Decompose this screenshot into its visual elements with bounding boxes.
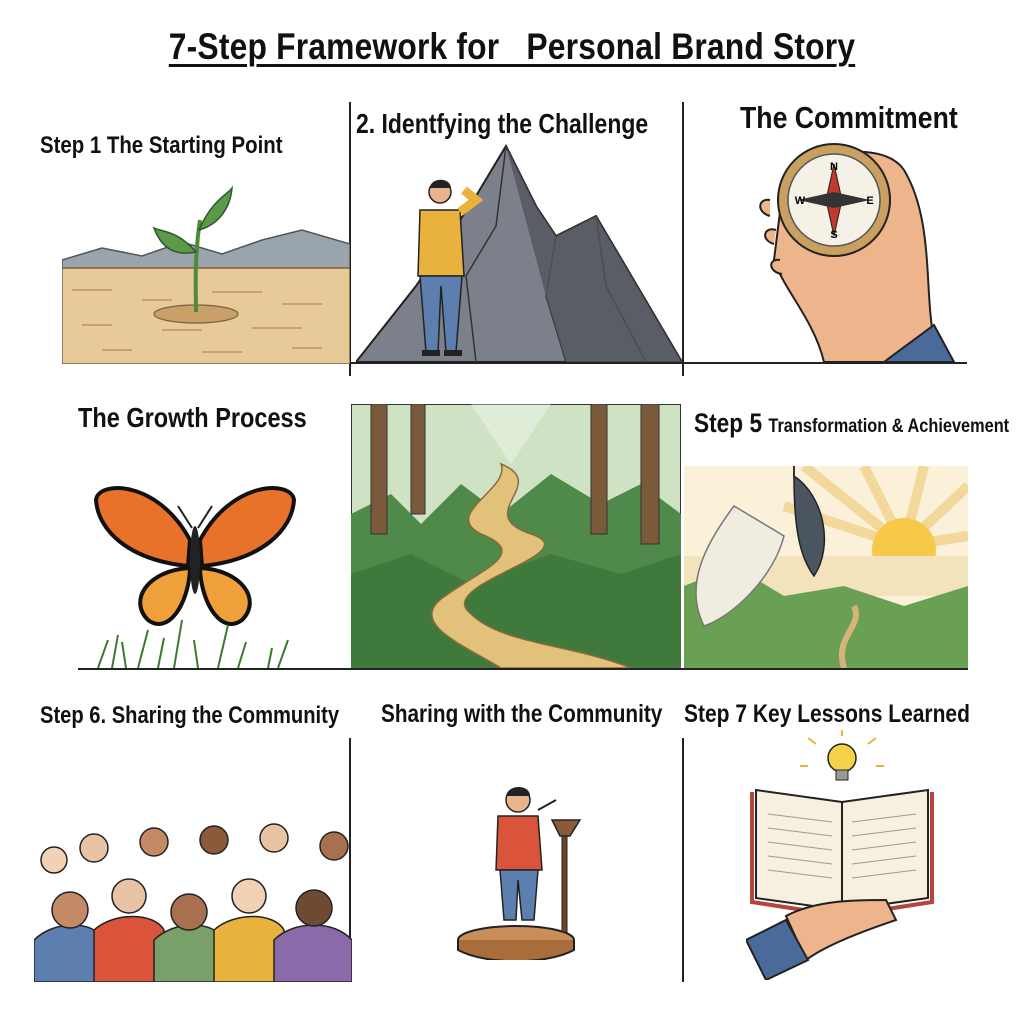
step2-label: 2. Identfying the Challenge <box>356 108 649 139</box>
crowd-illustration <box>34 823 352 982</box>
butterfly-illustration <box>93 486 297 668</box>
sunrise-chrysalis-illustration <box>684 466 968 668</box>
step5-label-sub: Transformation & Achievement <box>768 415 1010 437</box>
page-title: 7-Step Framework for Personal Brand Stor… <box>72 26 953 68</box>
sprout-illustration <box>62 185 350 364</box>
step5-label: Step 5 Transformation & Achievement <box>694 408 1009 439</box>
forest-path-illustration <box>351 404 681 668</box>
mountain-climber-illustration <box>356 143 682 362</box>
compass-letter-s: S <box>830 229 837 241</box>
step3-label: The Commitment <box>740 100 958 135</box>
book-lightbulb-illustration <box>746 730 934 980</box>
lightbulb-icon <box>827 743 857 773</box>
step7-label: Step 7 Key Lessons Learned <box>684 700 970 728</box>
step1-label: Step 1 The Starting Point <box>40 132 283 159</box>
grid-divider <box>349 738 351 982</box>
compass-letter-w: W <box>795 195 806 207</box>
grid-divider <box>682 738 684 982</box>
grid-divider <box>349 102 351 376</box>
grid-divider <box>62 362 967 364</box>
grid-divider <box>682 102 684 376</box>
compass-letter-n: N <box>830 161 838 173</box>
step4-label: The Growth Process <box>78 402 307 433</box>
grid-divider <box>78 668 968 670</box>
page-title-text: 7-Step Framework for Personal Brand Stor… <box>168 26 856 67</box>
community-label: Sharing with the Community <box>381 700 663 728</box>
step6-label: Step 6. Sharing the Community <box>40 702 340 729</box>
compass-letter-e: E <box>866 195 873 207</box>
step5-label-main: Step 5 <box>694 408 763 438</box>
compass-illustration: N S E W <box>759 143 956 362</box>
speaker-illustration <box>457 787 582 960</box>
